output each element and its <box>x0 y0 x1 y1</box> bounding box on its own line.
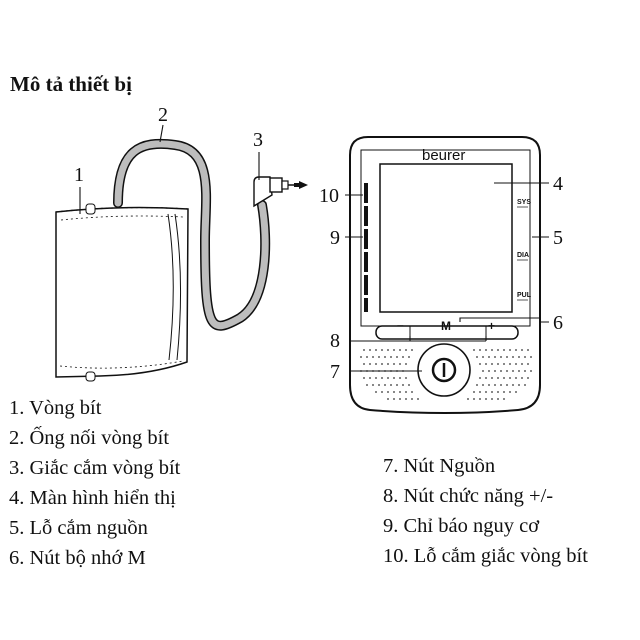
legend-item-10: 10. Lỗ cắm giắc vòng bít <box>383 545 588 567</box>
page-title: Mô tả thiết bị <box>10 72 132 96</box>
plus-button[interactable]: + <box>488 319 495 333</box>
display-screen <box>379 163 513 313</box>
callout-3: 3 <box>253 129 263 151</box>
cuff-connector <box>253 176 308 208</box>
risk-indicator <box>364 183 368 312</box>
leader-lines <box>79 124 549 372</box>
callout-1: 1 <box>74 164 84 186</box>
callout-2: 2 <box>158 104 168 126</box>
legend-item-1: 1. Vòng bít <box>9 397 102 419</box>
callout-7: 7 <box>330 361 340 383</box>
function-buttons[interactable]: – M + <box>375 318 519 340</box>
callout-9: 9 <box>330 227 340 249</box>
legend-item-2: 2. Ống nối vòng bít <box>9 427 170 449</box>
callout-5: 5 <box>553 227 563 249</box>
legend-item-4: 4. Màn hình hiển thị <box>9 487 176 509</box>
callout-6: 6 <box>553 312 563 334</box>
legend-right: 7. Nút Nguồn 8. Nút chức năng +/- 9. Chỉ… <box>383 451 588 571</box>
memory-button[interactable]: M <box>441 319 451 333</box>
callout-4: 4 <box>553 173 563 195</box>
legend-item-7: 7. Nút Nguồn <box>383 455 496 477</box>
power-button[interactable] <box>417 343 471 397</box>
sys-label: SYS <box>517 199 531 206</box>
monitor: beurer SYS DIA PUL – M + <box>349 136 541 414</box>
pul-label: PUL <box>517 292 532 299</box>
callout-8: 8 <box>330 330 340 352</box>
cuff-tube <box>113 138 271 331</box>
legend-left: 1. Vòng bít 2. Ống nối vòng bít 3. Giắc … <box>9 393 180 573</box>
legend-item-6: 6. Nút bộ nhớ M <box>9 547 146 569</box>
legend-item-3: 3. Giắc cắm vòng bít <box>9 457 181 479</box>
brand-logo: beurer <box>422 147 465 164</box>
callout-10: 10 <box>319 185 339 207</box>
legend-item-8: 8. Nút chức năng +/- <box>383 485 554 507</box>
legend-item-5: 5. Lỗ cắm nguồn <box>9 517 148 539</box>
minus-button[interactable]: – <box>397 318 404 332</box>
dia-label: DIA <box>517 252 529 259</box>
cuff <box>55 203 189 382</box>
legend-item-9: 9. Chỉ báo nguy cơ <box>383 515 540 537</box>
